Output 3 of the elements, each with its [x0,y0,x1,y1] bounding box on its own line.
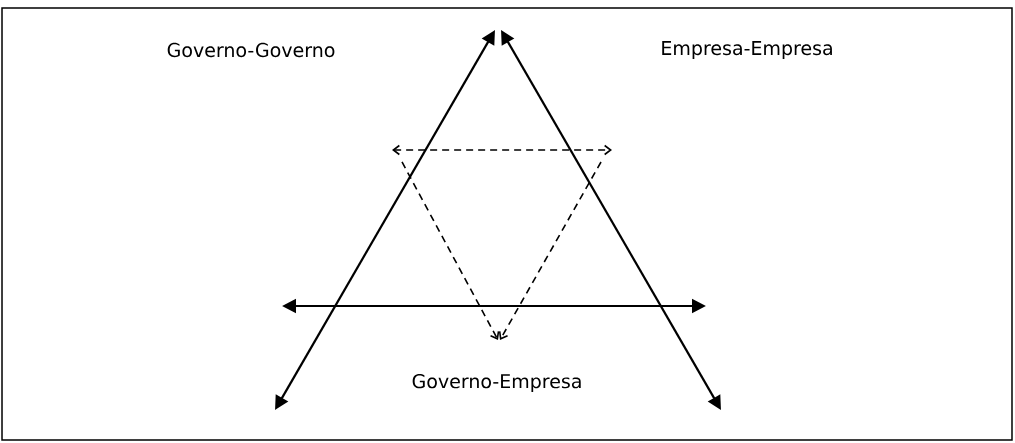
corner-label: Governo-Governo [167,42,335,58]
corner-label: Governo-Empresa [412,373,581,392]
corner-label: Empresa-Empresa [662,41,832,59]
